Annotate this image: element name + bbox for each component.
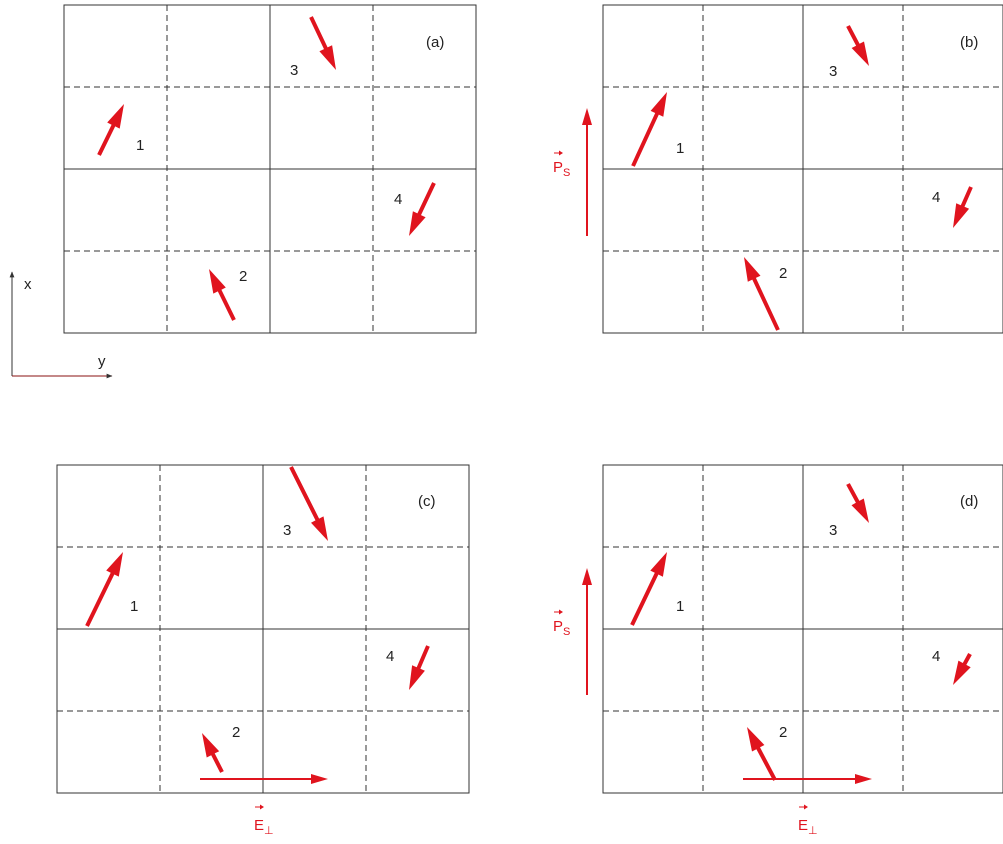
domain-arrow-1 [631, 92, 667, 167]
vector-mark-head [260, 804, 264, 810]
domain-arrows [85, 466, 430, 773]
domain-arrow-1 [85, 552, 123, 627]
domain-number-4: 4 [394, 191, 402, 208]
electric-field-arrow-head [855, 774, 872, 784]
grid [602, 464, 1003, 794]
vector-mark-head [804, 804, 808, 810]
domain-arrow-3 [846, 483, 869, 523]
domain-arrows [631, 25, 973, 331]
domain-arrow-4 [953, 653, 972, 685]
panel-a: 1 2 3 4 (a) [63, 4, 477, 334]
vector-mark-head [559, 150, 563, 156]
y-axis-label: y [98, 353, 106, 370]
domain-arrows [630, 483, 972, 781]
polarization-arrow-head [582, 108, 592, 125]
polarization-indicator [554, 108, 592, 236]
panel-label: (a) [426, 34, 444, 51]
domain-arrows [97, 16, 436, 321]
domain-number-4: 4 [932, 648, 940, 665]
panel-label: (d) [960, 493, 978, 510]
domain-arrow-1 [97, 104, 124, 156]
grid [602, 4, 1003, 334]
x-axis-label: x [24, 276, 32, 293]
domain-number-4: 4 [386, 648, 394, 665]
domain-number-1: 1 [676, 598, 684, 615]
domain-number-2: 2 [239, 268, 247, 285]
grid [56, 464, 470, 794]
vector-mark-head [559, 609, 563, 615]
electric-field-indicator [200, 774, 328, 810]
coordinate-axes: x y [9, 271, 113, 379]
domain-number-3: 3 [829, 63, 837, 80]
domain-number-3: 3 [290, 62, 298, 79]
polarization-arrow-head [582, 568, 592, 585]
domain-number-4: 4 [932, 189, 940, 206]
electric-field-label: E⊥ [254, 817, 274, 837]
polarization-indicator [554, 568, 592, 695]
domain-number-2: 2 [779, 265, 787, 282]
panel-label: (c) [418, 493, 436, 510]
domain-arrow-2 [744, 257, 780, 331]
domain-arrow-2 [747, 727, 777, 781]
polarization-label: PS [553, 618, 570, 638]
domain-number-2: 2 [232, 724, 240, 741]
panel-c: 1 2 3 4 (c) E⊥ [56, 464, 470, 837]
domain-number-1: 1 [136, 137, 144, 154]
domain-arrow-4 [409, 645, 430, 690]
domain-number-2: 2 [779, 724, 787, 741]
domain-arrow-4 [409, 182, 436, 236]
polarization-label: PS [553, 159, 570, 179]
domain-number-1: 1 [676, 140, 684, 157]
panel-label: (b) [960, 34, 978, 51]
domain-arrow-2 [209, 269, 236, 321]
domain-arrow-4 [953, 186, 973, 228]
electric-field-arrow-head [311, 774, 328, 784]
electric-field-indicator [743, 774, 872, 810]
domain-number-3: 3 [283, 522, 291, 539]
domain-arrow-3 [289, 466, 328, 541]
domain-arrow-3 [846, 25, 869, 67]
domain-arrow-3 [309, 16, 336, 71]
domain-arrow-2 [202, 733, 224, 773]
panel-b: 1 2 3 4 (b) PS [553, 4, 1003, 334]
domain-arrow-1 [630, 552, 667, 626]
grid [63, 4, 477, 334]
domain-number-1: 1 [130, 598, 138, 615]
panel-d: 1 2 3 4 (d) PS E⊥ [553, 464, 1003, 837]
domain-number-3: 3 [829, 522, 837, 539]
electric-field-label: E⊥ [798, 817, 818, 837]
